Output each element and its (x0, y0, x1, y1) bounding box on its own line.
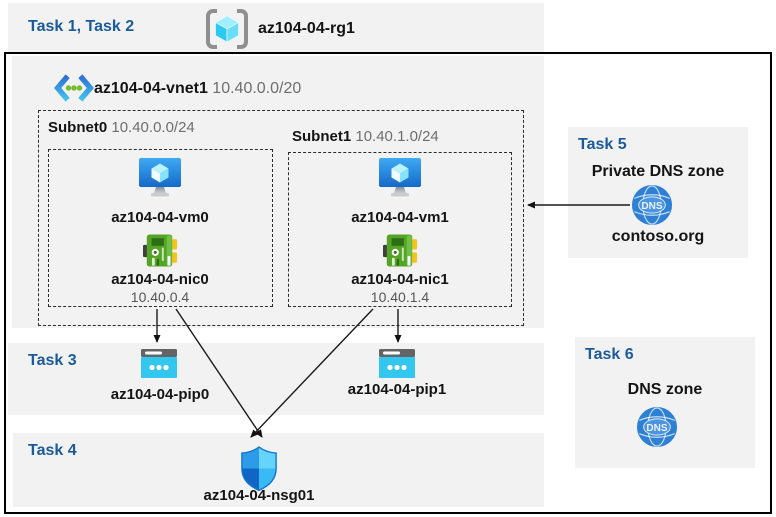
nsg-name: az104-04-nsg01 (203, 487, 315, 504)
subnet1-box (288, 152, 512, 307)
private-dns-zone-title: Private DNS zone (591, 163, 725, 180)
task3-band (8, 343, 544, 415)
dns-badge-text: DNS (646, 423, 667, 434)
subnet0-cidr: 10.40.0.0/24 (111, 119, 195, 136)
resource-group-icon (204, 8, 250, 50)
vnet-title: az104-04-vnet1 10.40.0.0/20 (94, 80, 301, 98)
task4-band (13, 433, 544, 507)
resource-group-name: az104-04-rg1 (258, 20, 355, 37)
vm1-virtual-machine-icon (378, 158, 422, 198)
nic0-ip: 10.40.0.4 (130, 289, 190, 305)
subnet0-name: Subnet0 (48, 119, 108, 136)
vnet-region (12, 56, 544, 328)
task5-label: Task 5 (578, 136, 627, 153)
vm0-name: az104-04-vm0 (111, 209, 209, 226)
subnet0-box (48, 149, 273, 307)
main-border-box (4, 52, 772, 514)
pip1-public-ip-icon (379, 349, 415, 378)
dns-globe-icon: DNS (636, 406, 678, 448)
nsg-shield-icon (239, 446, 279, 491)
nic1-name: az104-04-nic1 (351, 271, 449, 288)
dns-badge-text: DNS (641, 201, 662, 212)
pip0-name: az104-04-pip0 (110, 386, 210, 403)
subnet1-name: Subnet1 (292, 128, 352, 145)
task12-band: Task 1, Task 2 az104-04-rg1 (8, 3, 544, 52)
task6-label: Task 6 (585, 346, 634, 363)
subnet1-title: Subnet1 10.40.1.0/24 (292, 128, 439, 145)
nic0-name: az104-04-nic0 (111, 271, 209, 288)
private-dns-zone-name: contoso.org (611, 228, 705, 245)
task3-label: Task 3 (28, 352, 77, 369)
vm0-virtual-machine-icon (138, 158, 182, 198)
task12-label: Task 1, Task 2 (28, 18, 135, 35)
subnet0-title: Subnet0 10.40.0.0/24 (48, 119, 195, 136)
task4-label: Task 4 (28, 442, 77, 459)
private-dns-globe-icon: DNS (631, 184, 673, 226)
dns-zone-title: DNS zone (627, 381, 703, 398)
pip1-name: az104-04-pip1 (347, 381, 447, 398)
nic1-ip: 10.40.1.4 (370, 289, 430, 305)
vnet-name: az104-04-vnet1 (94, 80, 208, 97)
subnet1-cidr: 10.40.1.0/24 (355, 128, 439, 145)
virtual-network-icon (54, 72, 94, 104)
nic1-network-interface-icon (383, 232, 417, 269)
pip0-public-ip-icon (141, 349, 177, 378)
nic0-network-interface-icon (143, 232, 177, 269)
task6-card: Task 6 DNS zone DNS (575, 337, 755, 468)
vm1-name: az104-04-vm1 (351, 209, 449, 226)
task5-card: Task 5 Private DNS zone DNS contoso.org (568, 127, 748, 258)
vnet-cidr: 10.40.0.0/20 (212, 80, 302, 97)
